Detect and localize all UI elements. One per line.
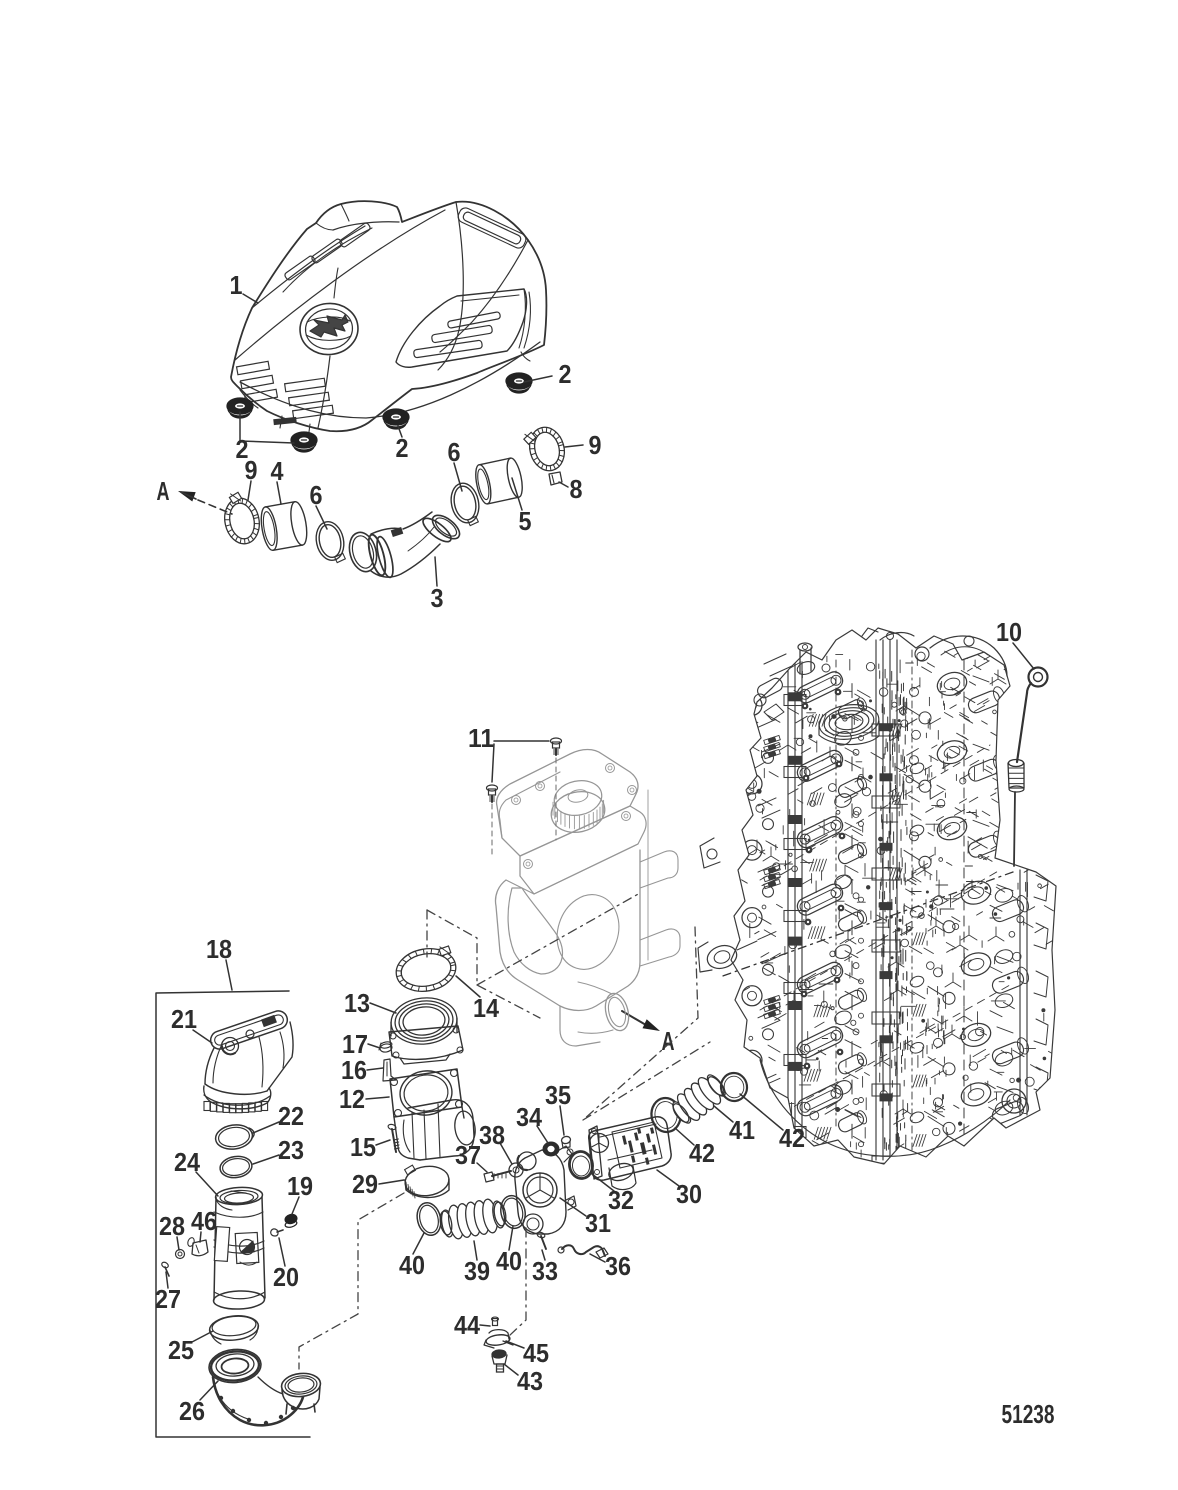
svg-text:9: 9 [589, 430, 602, 460]
svg-text:2: 2 [396, 433, 409, 463]
svg-text:14: 14 [473, 993, 499, 1023]
svg-text:5: 5 [519, 506, 532, 536]
svg-text:9: 9 [245, 455, 258, 485]
svg-text:2: 2 [559, 359, 572, 389]
svg-text:16: 16 [341, 1055, 367, 1085]
svg-text:33: 33 [532, 1256, 558, 1286]
svg-text:31: 31 [585, 1208, 611, 1238]
svg-text:42: 42 [779, 1123, 805, 1153]
svg-text:41: 41 [729, 1115, 755, 1145]
svg-text:36: 36 [605, 1251, 631, 1281]
svg-text:1: 1 [230, 270, 243, 300]
svg-text:40: 40 [496, 1246, 522, 1276]
svg-text:43: 43 [517, 1366, 543, 1396]
svg-text:24: 24 [174, 1147, 200, 1177]
svg-text:12: 12 [339, 1084, 365, 1114]
svg-text:26: 26 [179, 1396, 205, 1426]
svg-text:38: 38 [479, 1120, 505, 1150]
svg-text:34: 34 [516, 1102, 542, 1132]
svg-text:15: 15 [350, 1132, 376, 1162]
svg-text:13: 13 [344, 988, 370, 1018]
svg-text:10: 10 [996, 617, 1022, 647]
svg-text:35: 35 [545, 1080, 571, 1110]
svg-text:42: 42 [689, 1138, 715, 1168]
svg-text:11: 11 [468, 723, 494, 753]
svg-text:32: 32 [608, 1185, 634, 1215]
svg-text:44: 44 [454, 1310, 480, 1340]
svg-text:25: 25 [168, 1335, 194, 1365]
svg-text:22: 22 [278, 1101, 304, 1131]
svg-text:45: 45 [523, 1338, 549, 1368]
svg-text:23: 23 [278, 1135, 304, 1165]
svg-text:30: 30 [676, 1179, 702, 1209]
svg-text:37: 37 [455, 1140, 481, 1170]
svg-text:18: 18 [206, 934, 232, 964]
svg-text:46: 46 [191, 1206, 217, 1236]
svg-text:6: 6 [310, 480, 323, 510]
svg-text:4: 4 [271, 456, 284, 486]
svg-text:A: A [157, 476, 170, 506]
svg-text:6: 6 [448, 437, 461, 467]
svg-text:51238: 51238 [1002, 1399, 1055, 1429]
svg-text:27: 27 [155, 1284, 181, 1314]
svg-text:19: 19 [287, 1171, 313, 1201]
svg-text:21: 21 [171, 1004, 197, 1034]
svg-text:39: 39 [464, 1256, 490, 1286]
svg-text:28: 28 [159, 1211, 185, 1241]
svg-text:40: 40 [399, 1250, 425, 1280]
svg-text:A: A [662, 1026, 675, 1056]
svg-text:3: 3 [431, 583, 444, 613]
svg-text:20: 20 [273, 1262, 299, 1292]
svg-text:29: 29 [352, 1169, 378, 1199]
svg-text:8: 8 [570, 474, 583, 504]
